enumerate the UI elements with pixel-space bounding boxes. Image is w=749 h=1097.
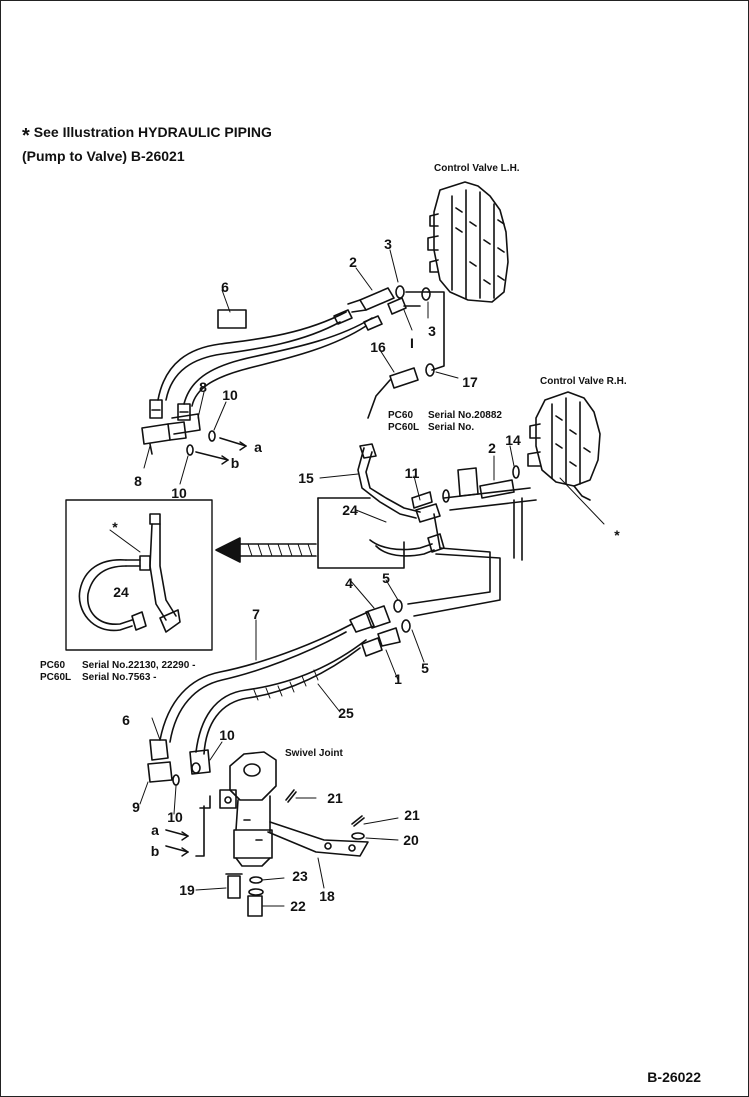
callout-16: 16 bbox=[370, 339, 386, 355]
control-valve-rh-label: Control Valve R.H. bbox=[540, 376, 627, 387]
callout-18: 18 bbox=[319, 888, 335, 904]
lower-pipes-rh bbox=[393, 465, 537, 633]
callout-b: b bbox=[150, 843, 160, 859]
callout-6: 6 bbox=[221, 279, 229, 295]
serial-number: Serial No.22130, 22290 - bbox=[82, 660, 196, 671]
callout-8: 8 bbox=[199, 379, 207, 395]
callout-5: 5 bbox=[421, 660, 429, 676]
callout-24: 24 bbox=[342, 502, 358, 518]
callout-19: 19 bbox=[179, 882, 195, 898]
model-pc60l: PC60L bbox=[40, 672, 72, 683]
serial-note-lower: PC60 Serial No.22130, 22290 - PC60L Serial… bbox=[40, 660, 195, 684]
callout-a: a bbox=[254, 439, 262, 455]
callout-9: 9 bbox=[132, 799, 140, 815]
control-valve-rh bbox=[527, 391, 605, 525]
header-line-1: *See Illustration HYDRAULIC PIPING bbox=[22, 124, 272, 148]
callout-23: 23 bbox=[292, 868, 308, 884]
callout-10: 10 bbox=[219, 727, 235, 743]
callout-5: 5 bbox=[382, 570, 390, 586]
callout-b: b bbox=[230, 455, 240, 471]
drawing-reference-number: B-26022 bbox=[647, 1069, 701, 1085]
callout-20: 20 bbox=[403, 832, 419, 848]
callout-3: 3 bbox=[428, 323, 436, 339]
pipe-24-area bbox=[317, 497, 445, 569]
callout-8: 8 bbox=[134, 473, 142, 489]
model-pc60: PC60 bbox=[388, 410, 414, 421]
callout-10: 10 bbox=[222, 387, 238, 403]
callout-10: 10 bbox=[167, 809, 183, 825]
callout-25: 25 bbox=[338, 705, 354, 721]
serial-number: Serial No.20882 bbox=[428, 410, 502, 421]
callout-3: 3 bbox=[384, 236, 392, 252]
inset-arrow bbox=[215, 537, 317, 563]
callout-roman-1: I bbox=[410, 335, 414, 351]
swivel-joint bbox=[165, 751, 369, 917]
callout-2: 2 bbox=[349, 254, 357, 270]
callout-11: 11 bbox=[404, 465, 420, 481]
asterisk-icon: * bbox=[22, 125, 30, 147]
callout-17: 17 bbox=[462, 374, 478, 390]
callout-14: 14 bbox=[505, 432, 521, 448]
upper-pipe-lh bbox=[347, 285, 445, 419]
serial-note-upper: PC60 Serial No.20882 PC60L Serial No. bbox=[388, 410, 502, 434]
pipe-15 bbox=[357, 443, 441, 523]
swivel-joint-label: Swivel Joint bbox=[285, 748, 343, 759]
callout-4: 4 bbox=[345, 575, 353, 591]
control-valve-lh-label: Control Valve L.H. bbox=[434, 163, 520, 174]
serial-number: Serial No.7563 - bbox=[82, 672, 157, 683]
callout-7: 7 bbox=[252, 606, 260, 622]
serial-number: Serial No. bbox=[428, 422, 475, 433]
callout-star-rh: * bbox=[614, 527, 620, 543]
callout-24-inset: 24 bbox=[113, 584, 129, 600]
inset-detail-box bbox=[65, 499, 213, 651]
callout-2: 2 bbox=[488, 440, 496, 456]
model-pc60l: PC60L bbox=[388, 422, 420, 433]
leader-lines bbox=[109, 249, 515, 907]
hose-6-upper bbox=[149, 309, 383, 421]
callout-21: 21 bbox=[327, 790, 343, 806]
control-valve-lh bbox=[427, 181, 509, 303]
callout-22: 22 bbox=[290, 898, 306, 914]
callout-10: 10 bbox=[171, 485, 187, 501]
callout-15: 15 bbox=[298, 470, 314, 486]
callout-1: 1 bbox=[394, 671, 402, 687]
callout-star-inset: * bbox=[112, 519, 118, 535]
header-line-2: (Pump to Valve) B-26021 bbox=[22, 148, 185, 164]
callout-a: a bbox=[151, 822, 159, 838]
fittings-8-upper bbox=[141, 413, 247, 465]
callout-21: 21 bbox=[404, 807, 420, 823]
header-text-1: See Illustration HYDRAULIC PIPING bbox=[33, 124, 272, 140]
callout-6: 6 bbox=[122, 712, 130, 728]
lower-hoses bbox=[147, 605, 401, 786]
model-pc60: PC60 bbox=[40, 660, 66, 671]
